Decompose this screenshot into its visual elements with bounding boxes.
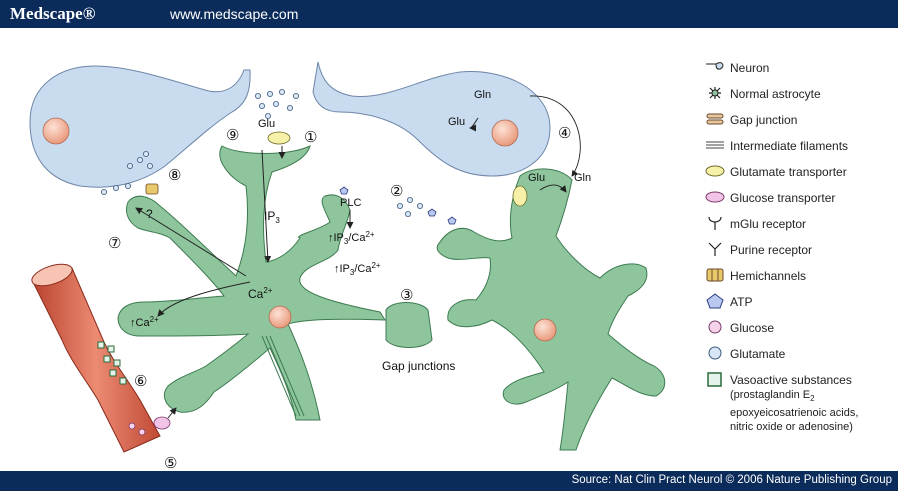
label-ip3: IP3 <box>264 209 280 225</box>
vasoactive-icon <box>704 370 726 388</box>
right-astrocyte-nucleus <box>534 319 556 341</box>
label-glu-astro: Glu <box>528 172 545 184</box>
source-credit: Source: Nat Clin Pract Neurol © 2006 Nat… <box>572 474 892 486</box>
glucose-icon <box>704 318 726 336</box>
step-5: ⑤ <box>164 455 177 471</box>
glutamate-transporter-right <box>513 186 527 206</box>
footer-bar: Source: Nat Clin Pract Neurol © 2006 Nat… <box>0 471 898 491</box>
header-bar: Medscape® www.medscape.com <box>0 0 898 28</box>
gap-junction-icon <box>704 110 726 128</box>
astrocyte-diagram: Glu Gln Glu Glu Gln IP3 PLC ↑IP3/Ca2+ ↑I… <box>0 28 700 471</box>
atp-icon <box>704 292 726 310</box>
label-gap-junctions: Gap junctions <box>382 359 455 373</box>
label-gln-neuron: Gln <box>474 89 491 101</box>
step-6: ⑥ <box>134 373 147 390</box>
step-3: ③ <box>400 287 413 304</box>
step-7: ⑦ <box>108 235 121 252</box>
site-url[interactable]: www.medscape.com <box>170 6 298 22</box>
purine-receptor-icon <box>704 240 726 258</box>
filaments-icon <box>704 136 726 154</box>
glucose-transporter-endfoot <box>154 417 170 429</box>
central-astrocyte-nucleus <box>269 306 291 328</box>
step-4: ④ <box>558 125 571 142</box>
glucose-transporter-icon <box>704 188 726 206</box>
step-9: ⑨ <box>226 127 239 144</box>
label-plc: PLC <box>340 197 361 209</box>
glutamate-transporter-synapse <box>268 132 290 144</box>
blood-vessel <box>32 268 160 452</box>
gap-junction-bridge <box>386 303 432 348</box>
astrocyte-icon <box>704 84 726 102</box>
label-gln-astro: Gln <box>574 172 591 184</box>
vasoactive-note: (prostaglandin E2 epoxyeicosatrienoic ac… <box>730 388 858 434</box>
glutamate-icon <box>704 344 726 362</box>
mglu-receptor-icon <box>704 214 726 232</box>
label-question: ? <box>146 207 153 221</box>
hemichannels-icon <box>704 266 726 284</box>
step-2: ② <box>390 183 403 200</box>
right-neuron-nucleus <box>492 120 518 146</box>
label-glu-synapse: Glu <box>258 118 275 130</box>
label-ip3-ca-body: ↑IP3/Ca2+ <box>334 261 381 277</box>
left-neuron-nucleus <box>43 118 69 144</box>
label-glu-neuron: Glu <box>448 116 465 128</box>
right-astrocyte <box>437 169 665 450</box>
hemichannel <box>146 184 158 194</box>
medscape-logo[interactable]: Medscape® <box>10 4 95 24</box>
glutamate-transporter-icon <box>704 162 726 180</box>
neuron-icon <box>704 58 726 76</box>
step-1: ① <box>304 129 317 146</box>
label-ip3-ca-branch: ↑IP3/Ca2+ <box>328 230 375 246</box>
right-neuron <box>313 62 550 176</box>
step-8: ⑧ <box>168 167 181 184</box>
